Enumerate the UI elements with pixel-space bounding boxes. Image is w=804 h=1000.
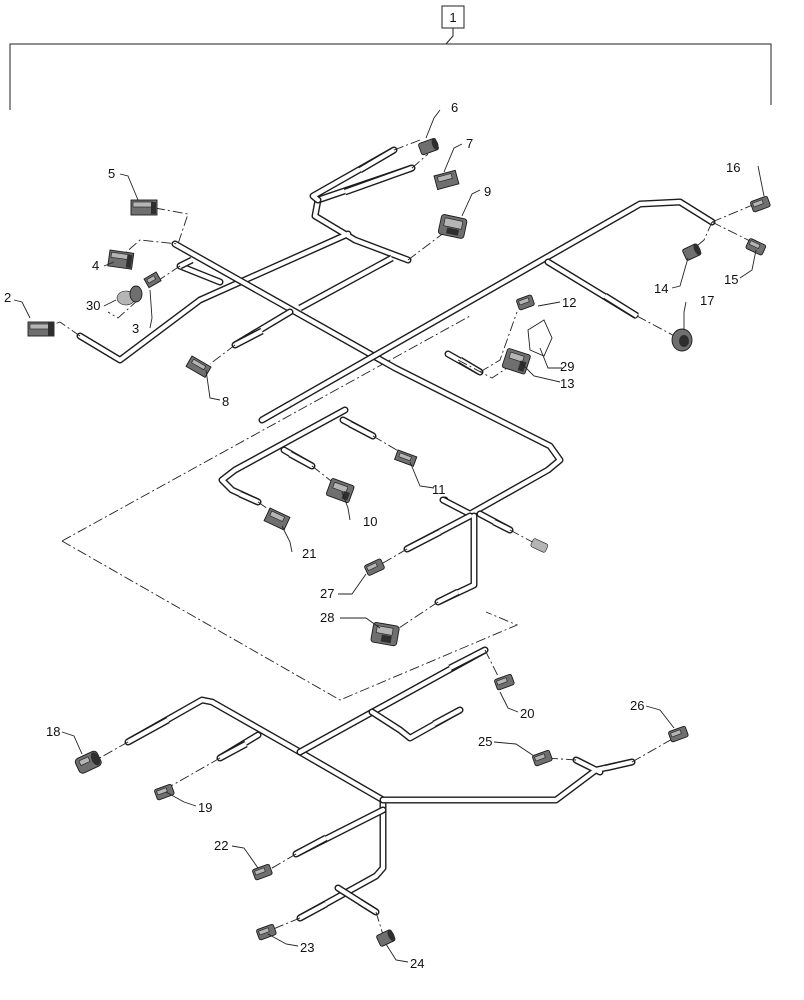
callout-18: 18	[46, 724, 60, 739]
callout-30: 30	[86, 298, 100, 313]
callout-17: 17	[700, 293, 714, 308]
callout-13: 13	[560, 376, 574, 391]
connector-18-icon	[74, 750, 102, 774]
callout-4: 4	[92, 258, 99, 273]
connector-icon	[530, 538, 549, 553]
callout-24: 24	[410, 956, 424, 971]
connector-3-icon	[143, 271, 162, 289]
connector-21-icon	[263, 507, 291, 531]
assembly-bracket: 1	[9, 5, 772, 110]
floor-outline	[61, 315, 519, 701]
assembly-item-label: 1	[449, 10, 456, 25]
connector-24-icon	[376, 929, 396, 947]
connector-5-icon	[130, 199, 158, 216]
connection-lines-bottom	[95, 649, 675, 939]
lower-harness	[124, 646, 636, 922]
connector-2-icon	[27, 321, 55, 337]
connector-9-icon	[437, 214, 468, 239]
harness-wire	[403, 510, 514, 606]
callout-5: 5	[108, 166, 115, 181]
connector-4-icon	[107, 249, 135, 270]
wire-sleeves-top	[178, 146, 639, 606]
callout-11: 11	[432, 482, 446, 497]
callout-9: 9	[484, 184, 491, 199]
connector-20-icon	[494, 673, 515, 691]
callout-8: 8	[222, 394, 229, 409]
connector-26-icon	[668, 725, 689, 743]
harness-wire	[379, 756, 636, 804]
bracket-29-icon	[527, 319, 553, 357]
callout-22: 22	[214, 838, 228, 853]
callout-6: 6	[451, 100, 458, 115]
connector-25-icon	[532, 749, 553, 767]
callout-leaders	[13, 109, 765, 963]
callout-14: 14	[654, 281, 668, 296]
connector-16-icon	[750, 195, 771, 213]
connector-15-icon	[745, 238, 767, 256]
callout-12: 12	[562, 295, 576, 310]
connector-27-icon	[364, 558, 385, 576]
grommet-30-icon	[116, 285, 143, 306]
callout-15: 15	[724, 272, 738, 287]
connector-11-icon	[394, 449, 418, 467]
callout-23: 23	[300, 940, 314, 955]
connector-23-icon	[256, 923, 277, 941]
connector-12-icon	[516, 294, 535, 311]
callout-28: 28	[320, 610, 334, 625]
connector-13-icon	[501, 348, 531, 375]
callout-7: 7	[466, 136, 473, 151]
harness-wire	[258, 198, 716, 424]
connector-17-icon	[671, 328, 693, 352]
connector-6-icon	[418, 137, 439, 156]
callout-3: 3	[132, 321, 139, 336]
callout-19: 19	[198, 800, 212, 815]
callout-10: 10	[363, 514, 377, 529]
callout-26: 26	[630, 698, 644, 713]
harness-wire	[218, 406, 349, 506]
connectors	[27, 137, 771, 947]
connector-22-icon	[252, 863, 273, 881]
wire-sleeves-bottom	[126, 646, 633, 922]
upper-harness	[76, 146, 716, 606]
callout-25: 25	[478, 734, 492, 749]
callout-labels: 2 3 4 5 30 6 7 9 8 12 29 13 16 14 15 17 …	[4, 100, 740, 971]
connector-28-icon	[370, 622, 400, 647]
callout-20: 20	[520, 706, 534, 721]
connector-10-icon	[325, 478, 355, 504]
connector-7-icon	[433, 169, 460, 191]
callout-27: 27	[320, 586, 334, 601]
connector-8-icon	[185, 355, 212, 379]
callout-2: 2	[4, 290, 11, 305]
callout-16: 16	[726, 160, 740, 175]
callout-21: 21	[302, 546, 316, 561]
callout-29: 29	[560, 359, 574, 374]
connector-19-icon	[154, 783, 175, 801]
connector-14-icon	[682, 243, 702, 261]
